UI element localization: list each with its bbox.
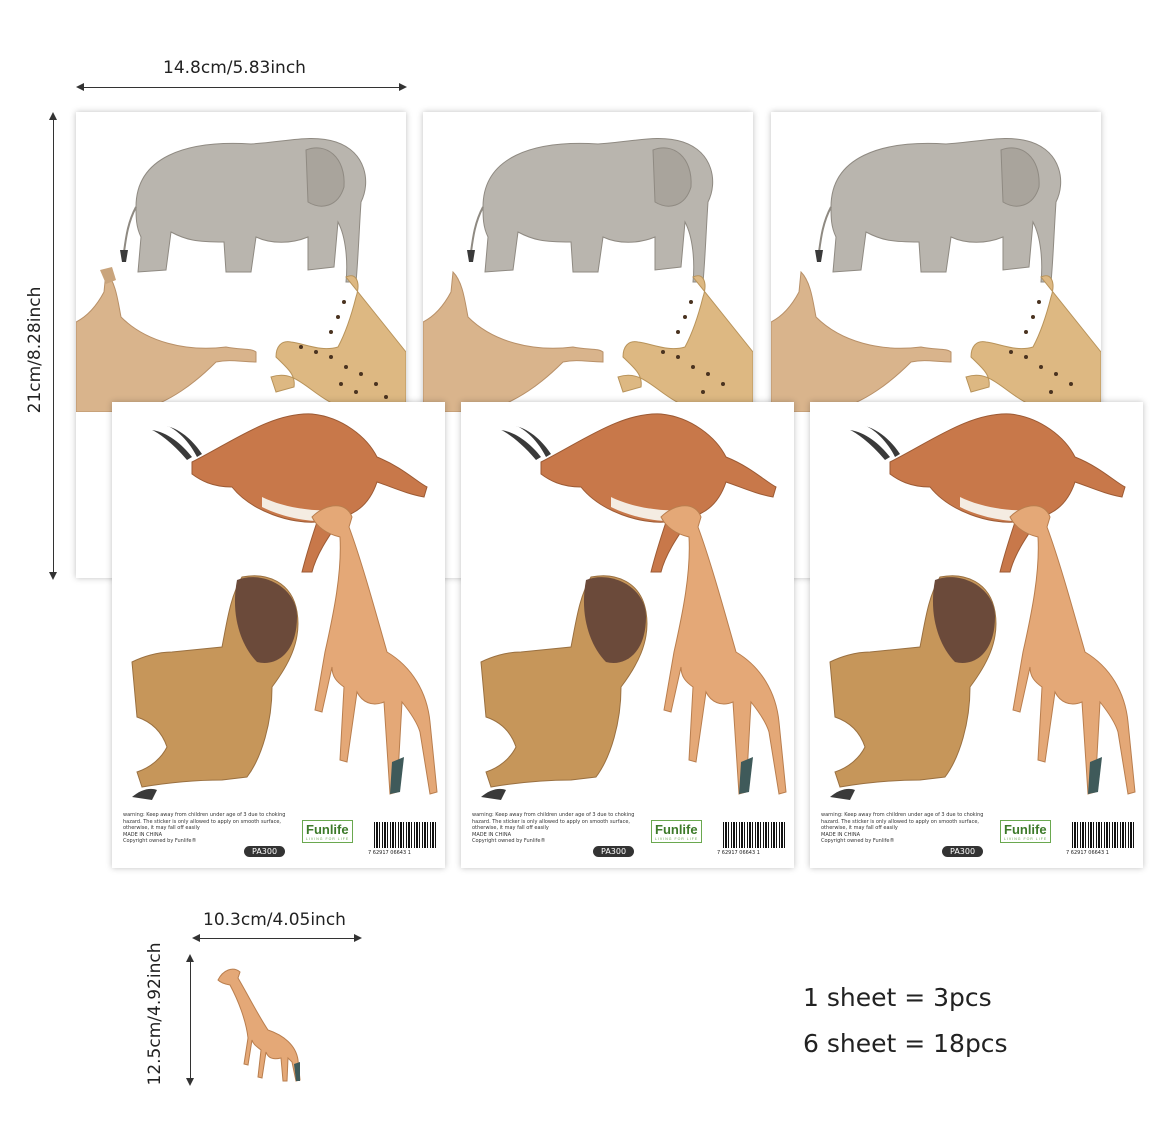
sheet-height-label: 21cm/8.28inch xyxy=(25,286,45,414)
barcode-number: 7 62917 06643 1 xyxy=(368,850,411,856)
warning-text: warning: Keep away from children under a… xyxy=(123,812,293,845)
sheet-height-line xyxy=(53,116,54,578)
warning-line: Copyright owned by Funlife® xyxy=(821,838,895,844)
logo-text: Funlife xyxy=(306,822,349,837)
giraffe-sticker-preview xyxy=(217,968,301,1082)
warning-line: otherwise, it may fall off easily xyxy=(123,825,200,831)
elephant-illustration xyxy=(815,138,1062,283)
sticker-sheet-front-3: warning: Keep away from children under a… xyxy=(810,402,1143,868)
elephant-illustration xyxy=(120,138,367,283)
warning-line: hazard. The sticker is only allowed to a… xyxy=(821,818,980,825)
warning-line: hazard. The sticker is only allowed to a… xyxy=(472,818,631,825)
warning-line: hazard. The sticker is only allowed to a… xyxy=(123,818,282,825)
brand-logo: Funlife LIVING FOR LIFE xyxy=(1000,820,1052,843)
quantity-line-1: 1 sheet = 3pcs xyxy=(803,983,992,1012)
arrow-right-icon xyxy=(354,934,362,942)
barcode-number: 7 62917 06643 1 xyxy=(1066,850,1109,856)
brand-logo: Funlife LIVING FOR LIFE xyxy=(651,820,703,843)
elephant-camel-cheetah-art xyxy=(771,138,1101,412)
logo-text: Funlife xyxy=(1004,822,1047,837)
giraffe-illustration xyxy=(660,505,787,795)
gazelle-illustration xyxy=(501,413,777,573)
warning-line: Copyright owned by Funlife® xyxy=(123,838,197,844)
arrow-down-icon xyxy=(186,1078,194,1086)
logo-tagline: LIVING FOR LIFE xyxy=(1004,837,1048,841)
warning-line: warning: Keep away from children under a… xyxy=(123,812,286,818)
product-code-badge: PA300 xyxy=(593,846,635,857)
giraffe-width-line xyxy=(196,938,358,939)
lion-illustration xyxy=(829,575,997,800)
arrow-down-icon xyxy=(49,572,57,580)
warning-text: warning: Keep away from children under a… xyxy=(472,812,642,845)
logo-tagline: LIVING FOR LIFE xyxy=(655,837,699,841)
cheetah-illustration xyxy=(270,275,406,412)
brand-logo: Funlife LIVING FOR LIFE xyxy=(302,820,354,843)
lion-illustration xyxy=(131,575,299,800)
arrow-up-icon xyxy=(186,954,194,962)
quantity-line-2: 6 sheet = 18pcs xyxy=(803,1029,1008,1058)
logo-text: Funlife xyxy=(655,822,698,837)
giraffe-width-label: 10.3cm/4.05inch xyxy=(203,910,346,930)
arrow-left-icon xyxy=(192,934,200,942)
lion-illustration xyxy=(480,575,648,800)
elephant-camel-cheetah-art xyxy=(423,138,753,412)
barcode xyxy=(1072,822,1136,848)
giraffe-height-line xyxy=(190,958,191,1084)
elephant-illustration xyxy=(467,138,714,283)
cheetah-illustration xyxy=(617,275,753,412)
warning-line: otherwise, it may fall off easily xyxy=(472,825,549,831)
camel-illustration xyxy=(76,267,257,412)
warning-line: otherwise, it may fall off easily xyxy=(821,825,898,831)
warning-line: MADE IN CHINA xyxy=(821,831,861,838)
elephant-camel-cheetah-art xyxy=(76,138,406,412)
giraffe-illustration xyxy=(311,505,438,795)
warning-line: MADE IN CHINA xyxy=(123,831,163,838)
barcode-number: 7 62917 06643 1 xyxy=(717,850,760,856)
gazelle-lion-giraffe-art xyxy=(131,413,438,800)
sticker-sheet-front-2: warning: Keep away from children under a… xyxy=(461,402,794,868)
arrow-left-icon xyxy=(76,83,84,91)
warning-line: MADE IN CHINA xyxy=(472,831,512,838)
gazelle-illustration xyxy=(850,413,1126,573)
product-code-badge: PA300 xyxy=(942,846,984,857)
warning-line: warning: Keep away from children under a… xyxy=(821,812,984,818)
barcode xyxy=(723,822,787,848)
arrow-up-icon xyxy=(49,112,57,120)
logo-tagline: LIVING FOR LIFE xyxy=(306,837,350,841)
sheet-width-label: 14.8cm/5.83inch xyxy=(163,58,306,78)
sticker-sheet-front-1: warning: Keep away from children under a… xyxy=(112,402,445,868)
arrow-right-icon xyxy=(399,83,407,91)
camel-illustration xyxy=(771,270,952,412)
giraffe-illustration xyxy=(1009,505,1136,795)
warning-line: warning: Keep away from children under a… xyxy=(472,812,635,818)
gazelle-lion-giraffe-art xyxy=(829,413,1136,800)
warning-text: warning: Keep away from children under a… xyxy=(821,812,991,845)
sheet-width-line xyxy=(80,87,402,88)
barcode xyxy=(374,822,438,848)
product-code-badge: PA300 xyxy=(244,846,286,857)
giraffe-height-label: 12.5cm/4.92inch xyxy=(145,942,165,1086)
gazelle-illustration xyxy=(152,413,428,573)
gazelle-lion-giraffe-art xyxy=(480,413,787,800)
warning-line: Copyright owned by Funlife® xyxy=(472,838,546,844)
camel-illustration xyxy=(423,270,604,412)
cheetah-illustration xyxy=(965,275,1101,412)
